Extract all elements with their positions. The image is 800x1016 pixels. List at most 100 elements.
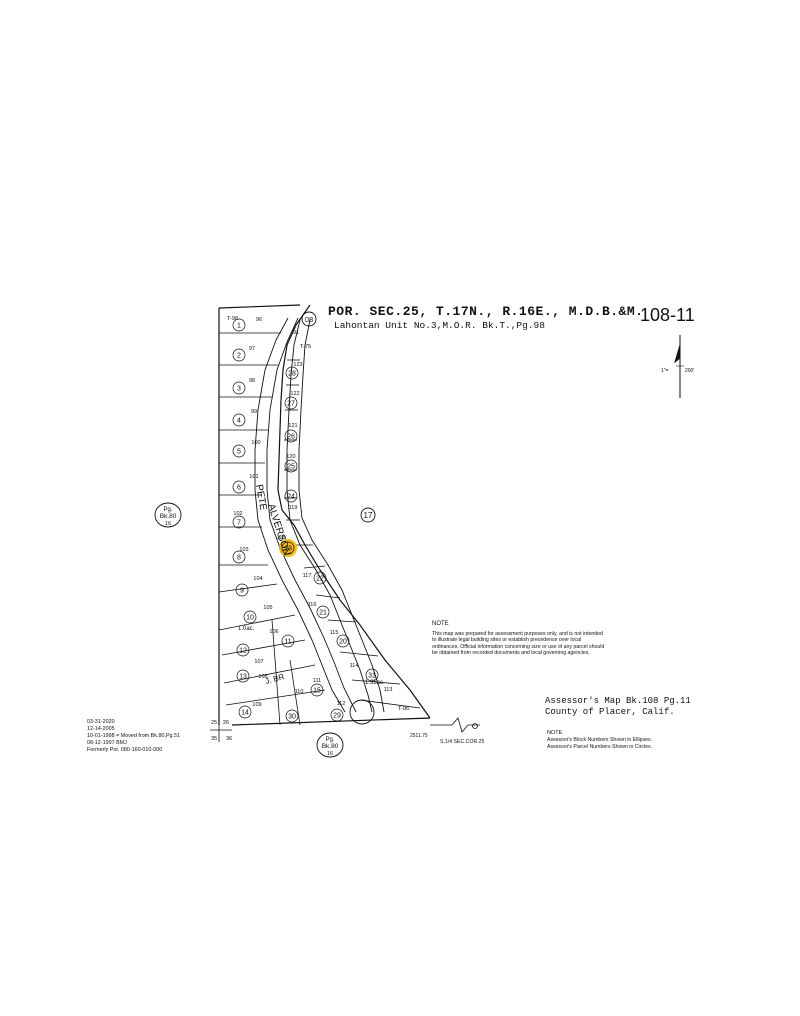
book-ref-west-bk: Bk.80 (160, 513, 177, 520)
section-number-26: 26 (223, 720, 229, 726)
highlighted-parcel-23[interactable] (279, 539, 297, 557)
parcel-circle-30 (285, 709, 299, 723)
note-title: NOTE (432, 621, 449, 627)
parcel-number-26: 26 (287, 434, 295, 441)
parcel-number-6: 6 (237, 485, 241, 492)
top-parcel-08: 08 (301, 311, 317, 327)
street-label-pete: PETE (253, 484, 268, 512)
lot-number-122: 122 (290, 391, 299, 397)
parcel-number-25: 25 (287, 464, 295, 471)
section-corner-label: S.1/4 SEC.COR.25 (440, 739, 485, 745)
acreage-lot31: 1.35ac (365, 680, 383, 686)
parcel-number-23: 23 (284, 546, 292, 553)
parcel-circle-26 (284, 429, 298, 443)
parcel-number-10: 10 (246, 615, 254, 622)
map-number: 108-11 (640, 305, 695, 325)
history-line-4: 08-12-1997 BMJ (87, 740, 127, 746)
lot-number-103: 103 (239, 547, 248, 553)
lot-number-110: 110 (295, 689, 304, 695)
tract-label-t96: T-96 (398, 706, 409, 712)
book-ref-west-num: 16 (165, 521, 171, 527)
lot-number-98: 98 (249, 378, 255, 384)
parcel-circle-20 (336, 634, 350, 648)
parcel-circle-15 (310, 683, 324, 697)
parcel-circle-5 (232, 444, 246, 458)
parcel-number-31: 31 (368, 673, 376, 680)
east-parcel-17: 17 (360, 507, 376, 523)
parcel-circle-12 (236, 643, 250, 657)
map-title: POR. SEC.25, T.17N., R.16E., M.D.B.&M. (328, 304, 644, 319)
parcel-number-30: 30 (288, 714, 296, 721)
svg-text:08: 08 (305, 315, 313, 324)
scale-left: 1"= (661, 368, 669, 374)
history-line-2: 12-14-2005 (87, 726, 115, 732)
parcel-number-21: 21 (319, 610, 327, 617)
parcel-circle-27 (284, 396, 298, 410)
lot-number-111: 111 (313, 678, 321, 684)
lot-lines-east (284, 359, 421, 709)
parcel-circle-4 (232, 413, 246, 427)
parcel-circle-29 (330, 708, 344, 722)
section-corner-distance: 2511.75 (410, 733, 428, 739)
svg-text:17: 17 (364, 511, 373, 520)
lot-number-116: 116 (308, 602, 317, 608)
lot-number-91: 91 (293, 330, 299, 336)
acreage-lot10: 1.0ac. (238, 626, 255, 632)
north-arrow-icon (674, 335, 684, 398)
parcel-circle-21 (316, 605, 330, 619)
lot-number-115: 115 (330, 630, 339, 636)
legend-note-title: NOTE (547, 730, 563, 736)
lot-number-109: 109 (252, 702, 261, 708)
parcel-circle-9 (235, 583, 249, 597)
book-ref-south-pg: Pg. (325, 737, 334, 743)
parcel-number-12: 12 (239, 648, 247, 655)
legend-note-line1: Assessor's Block Numbers Shown in Ellips… (547, 737, 653, 743)
parcel-number-22: 22 (316, 576, 324, 583)
parcel-number-4: 4 (237, 418, 241, 425)
parcel-number-7: 7 (237, 520, 241, 527)
parcel-circle-23 (281, 541, 295, 555)
lot-number-107: 107 (254, 659, 263, 665)
assessor-county: County of Placer, Calif. (545, 707, 675, 717)
parcel-circle-31 (365, 668, 379, 682)
parcel-circle-28 (285, 366, 299, 380)
parcel-number-28: 28 (288, 371, 296, 378)
parcel-number-11: 11 (284, 639, 291, 646)
lot-number-120: 120 (286, 454, 295, 460)
tract-label-t98: T-98 (227, 316, 238, 322)
legend-note-line2: Assessor's Parcel Numbers Shown in Circl… (547, 744, 653, 750)
parcel-circle-6 (232, 480, 246, 494)
parcel-circle-2 (232, 348, 246, 362)
parcel-number-27: 27 (287, 401, 295, 408)
parcel-circle-22 (313, 571, 327, 585)
lot-number-97: 97 (249, 346, 255, 352)
parcel-number-20: 20 (339, 639, 347, 646)
lot-number-113: 113 (384, 687, 393, 693)
parcel-number-2: 2 (237, 353, 241, 360)
lot-number-106: 106 (269, 629, 278, 635)
parcel-number-24: 24 (287, 494, 295, 501)
lot-number-123: 123 (293, 362, 302, 368)
book-ref-west: Pg. Bk.80 16 (154, 502, 182, 528)
book-ref-south-bk: Bk.80 (322, 743, 339, 750)
map-subtitle: Lahontan Unit No.3,M.O.R. Bk.T.,Pg.98 (334, 320, 545, 331)
parcel-circle-11 (281, 634, 295, 648)
lot-number-108: 108 (258, 674, 267, 680)
lot-number-101: 101 (249, 474, 258, 480)
map-boundary (218, 304, 431, 726)
parcel-circle-10 (243, 610, 257, 624)
parcel-number-5: 5 (237, 449, 241, 456)
lot-number-99: 99 (251, 409, 257, 415)
assessor-map-ref: Assessor's Map Bk.108 Pg.11 (545, 696, 691, 706)
lot-number-114: 114 (350, 663, 359, 669)
parcel-circle-3 (232, 381, 246, 395)
parcel-circle-24 (284, 489, 298, 503)
parcel-number-9: 9 (240, 588, 244, 595)
history-line-5: Formerly Por. 080-160-010-000 (87, 747, 163, 753)
parcel-number-15: 15 (313, 688, 321, 695)
parcel-number-3: 3 (237, 386, 241, 393)
lot-number-104: 104 (253, 576, 262, 582)
lot-number-119: 119 (289, 505, 298, 511)
tract-label-t75: T-75 (300, 344, 311, 350)
